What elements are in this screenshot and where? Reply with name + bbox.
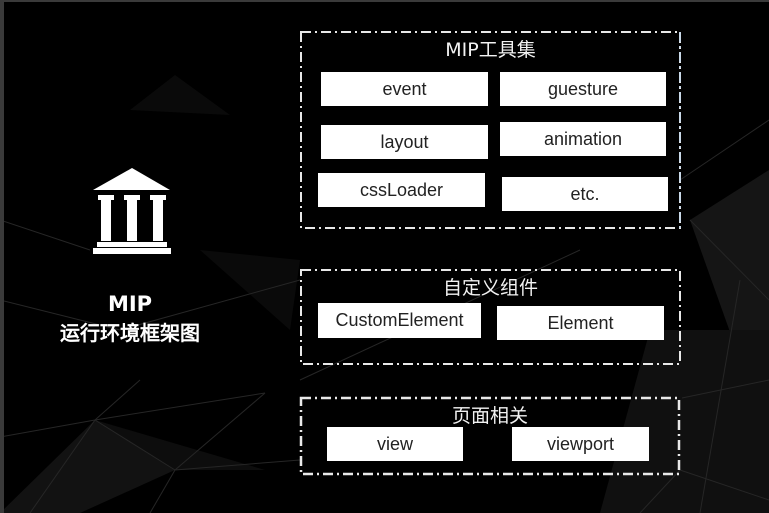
building-columns-icon <box>93 168 171 254</box>
diagram-title-line1: MIP <box>107 292 153 316</box>
module-event: event <box>321 72 488 106</box>
module-animation: animation <box>500 122 666 156</box>
group-border <box>299 396 681 476</box>
module-customelement: CustomElement <box>318 303 481 338</box>
group-page-related: 页面相关 <box>299 396 681 476</box>
group-border <box>300 31 681 229</box>
frame-edge-left <box>0 0 4 513</box>
module-cssloader: cssLoader <box>318 173 485 207</box>
module-viewport: viewport <box>512 427 649 461</box>
group-title: 自定义组件 <box>442 277 538 299</box>
diagram-title-line2: 运行环境框架图 <box>60 321 200 345</box>
frame-edge-top <box>0 0 769 2</box>
group-title: MIP工具集 <box>445 39 536 61</box>
group-mip-tools: MIP工具集 <box>300 31 681 229</box>
group-border <box>300 269 681 365</box>
module-view: view <box>327 427 463 461</box>
module-layout: layout <box>321 125 488 159</box>
module-element: Element <box>497 306 664 340</box>
module-etc: etc. <box>502 177 668 211</box>
module-guesture: guesture <box>500 72 666 106</box>
group-custom-components: 自定义组件 <box>300 269 681 365</box>
group-title: 页面相关 <box>451 405 528 427</box>
